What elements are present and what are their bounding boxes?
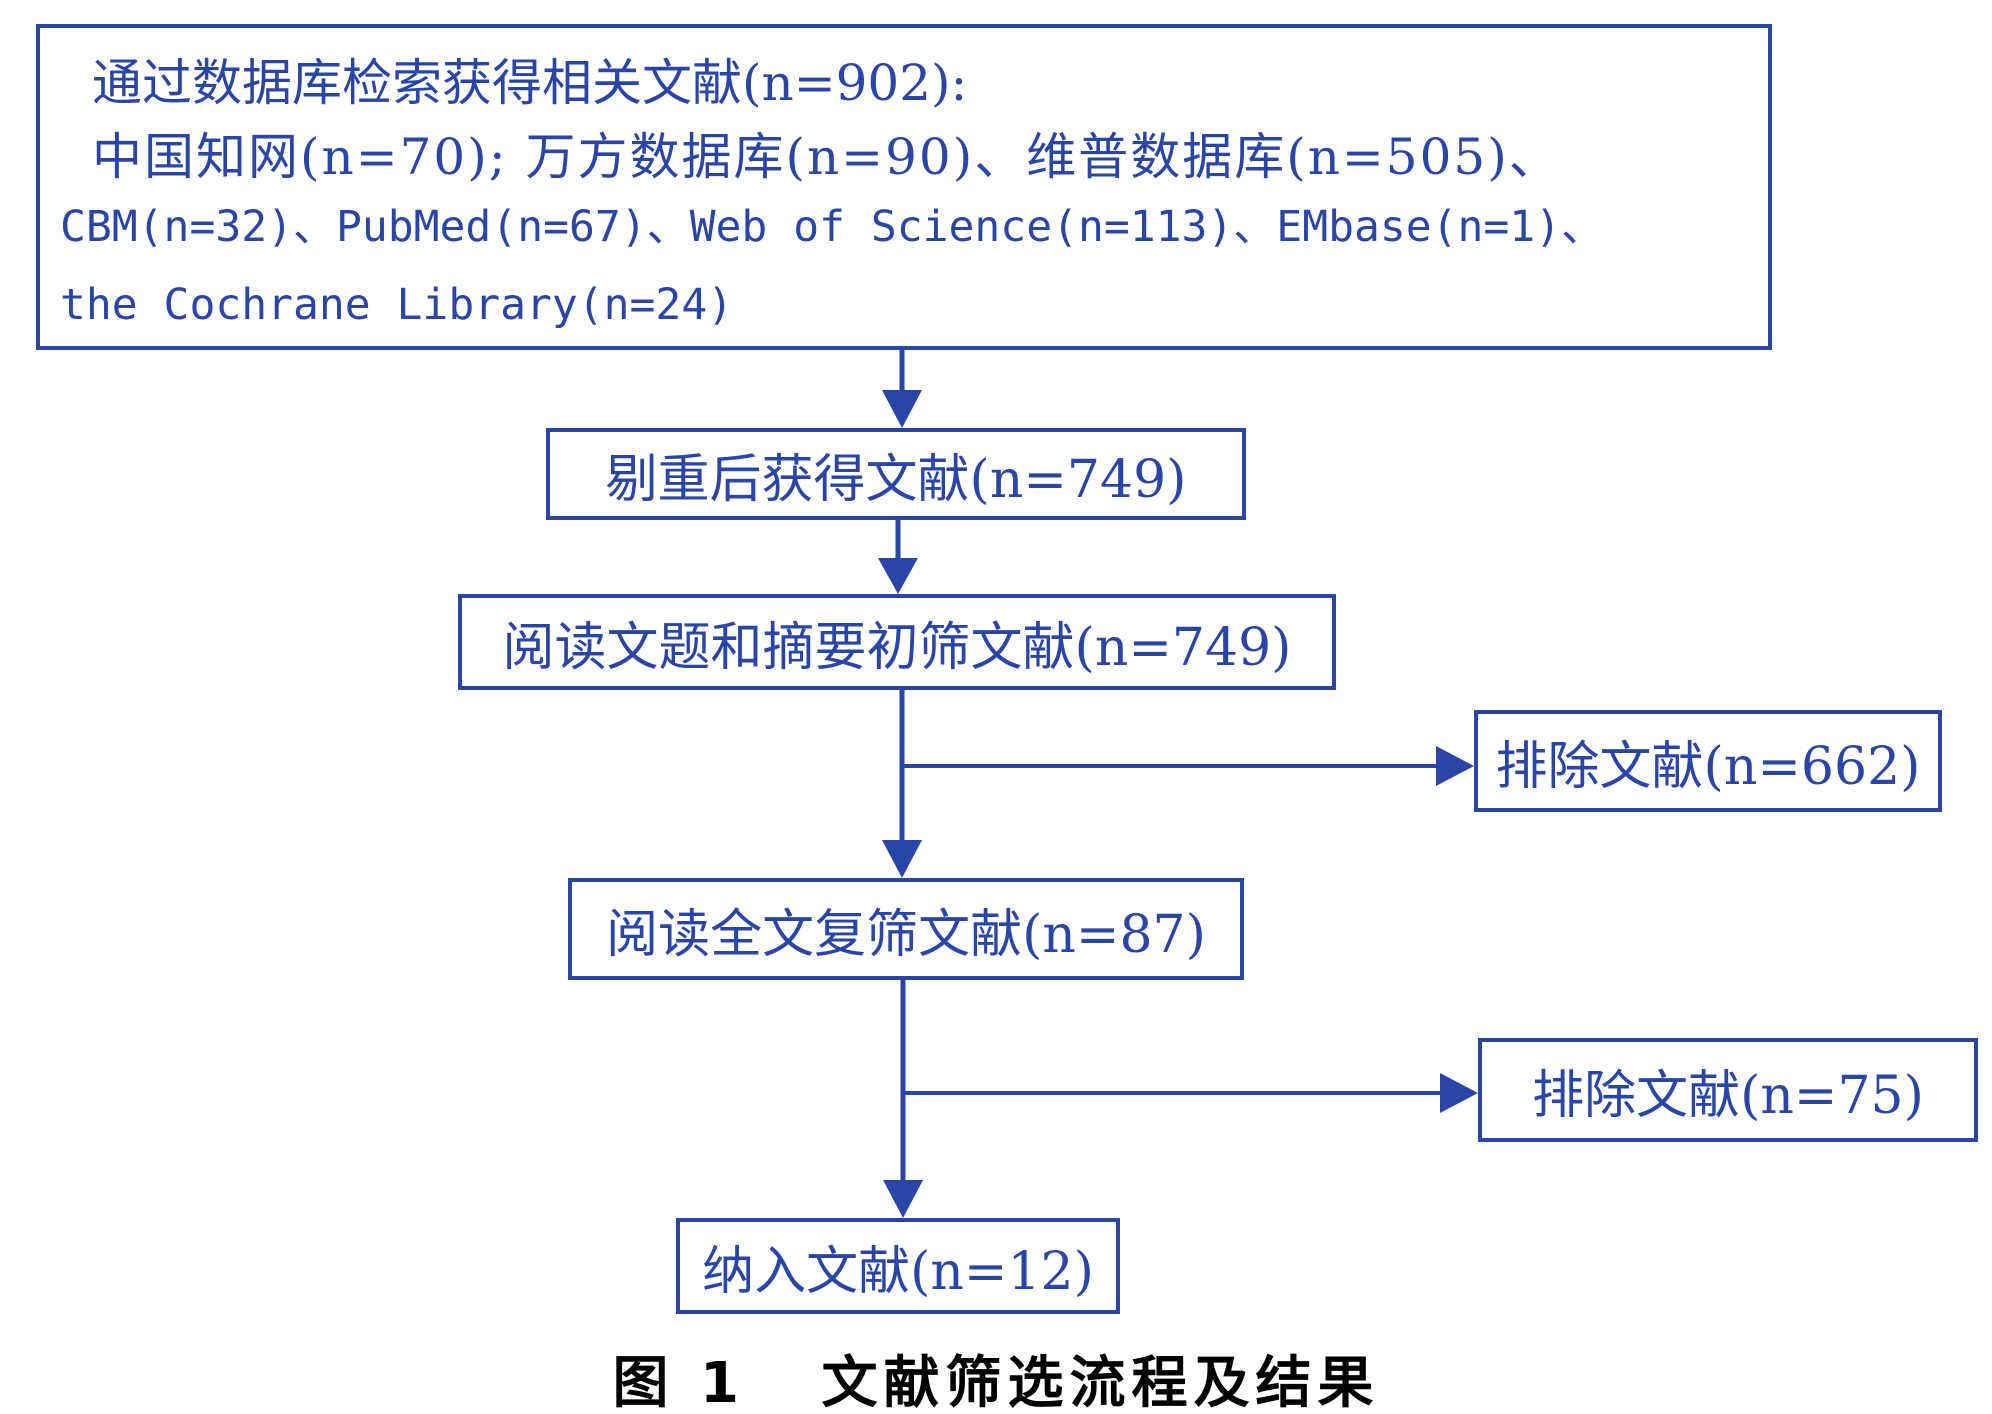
search-results-box: 通过数据库检索获得相关文献(n=902): 中国知网(n=70); 万方数据库(…	[36, 24, 1772, 350]
chinese-databases-line: 中国知网(n=70); 万方数据库(n=90)、维普数据库(n=505)、	[92, 128, 1561, 186]
arrow-dedup-to-screening	[878, 520, 918, 594]
exclusion-2-label: 排除文献(n=75)	[1532, 1065, 1924, 1126]
deduplication-box: 剔重后获得文献(n=749)	[546, 428, 1246, 520]
full-text-screening-box: 阅读全文复筛文献(n=87)	[568, 878, 1244, 980]
exclusion-1-label: 排除文献(n=662)	[1495, 736, 1921, 797]
arrow-branch-to-exclude-2	[903, 1073, 1478, 1113]
cochrane-library-line: the Cochrane Library(n=24)	[60, 280, 734, 330]
title-abstract-screening-label: 阅读文题和摘要初筛文献(n=749)	[502, 617, 1292, 678]
search-summary-line: 通过数据库检索获得相关文献(n=902):	[92, 54, 968, 112]
arrow-fulltext-to-included	[883, 980, 923, 1218]
included-studies-label: 纳入文献(n=12)	[702, 1241, 1094, 1302]
included-studies-box: 纳入文献(n=12)	[676, 1218, 1120, 1314]
full-text-screening-label: 阅读全文复筛文献(n=87)	[606, 904, 1206, 965]
arrow-screening-to-fulltext	[882, 690, 922, 878]
arrow-branch-to-exclude-1	[902, 746, 1474, 786]
international-databases-line: CBM(n=32)、PubMed(n=67)、Web of Science(n=…	[60, 202, 1605, 252]
title-abstract-screening-box: 阅读文题和摘要初筛文献(n=749)	[458, 594, 1336, 690]
exclusion-box-1: 排除文献(n=662)	[1474, 710, 1942, 812]
deduplication-label: 剔重后获得文献(n=749)	[605, 449, 1187, 510]
arrow-search-to-dedup	[882, 350, 922, 428]
exclusion-box-2: 排除文献(n=75)	[1478, 1038, 1978, 1142]
figure-caption: 图 1 文献筛选流程及结果	[612, 1351, 1380, 1414]
